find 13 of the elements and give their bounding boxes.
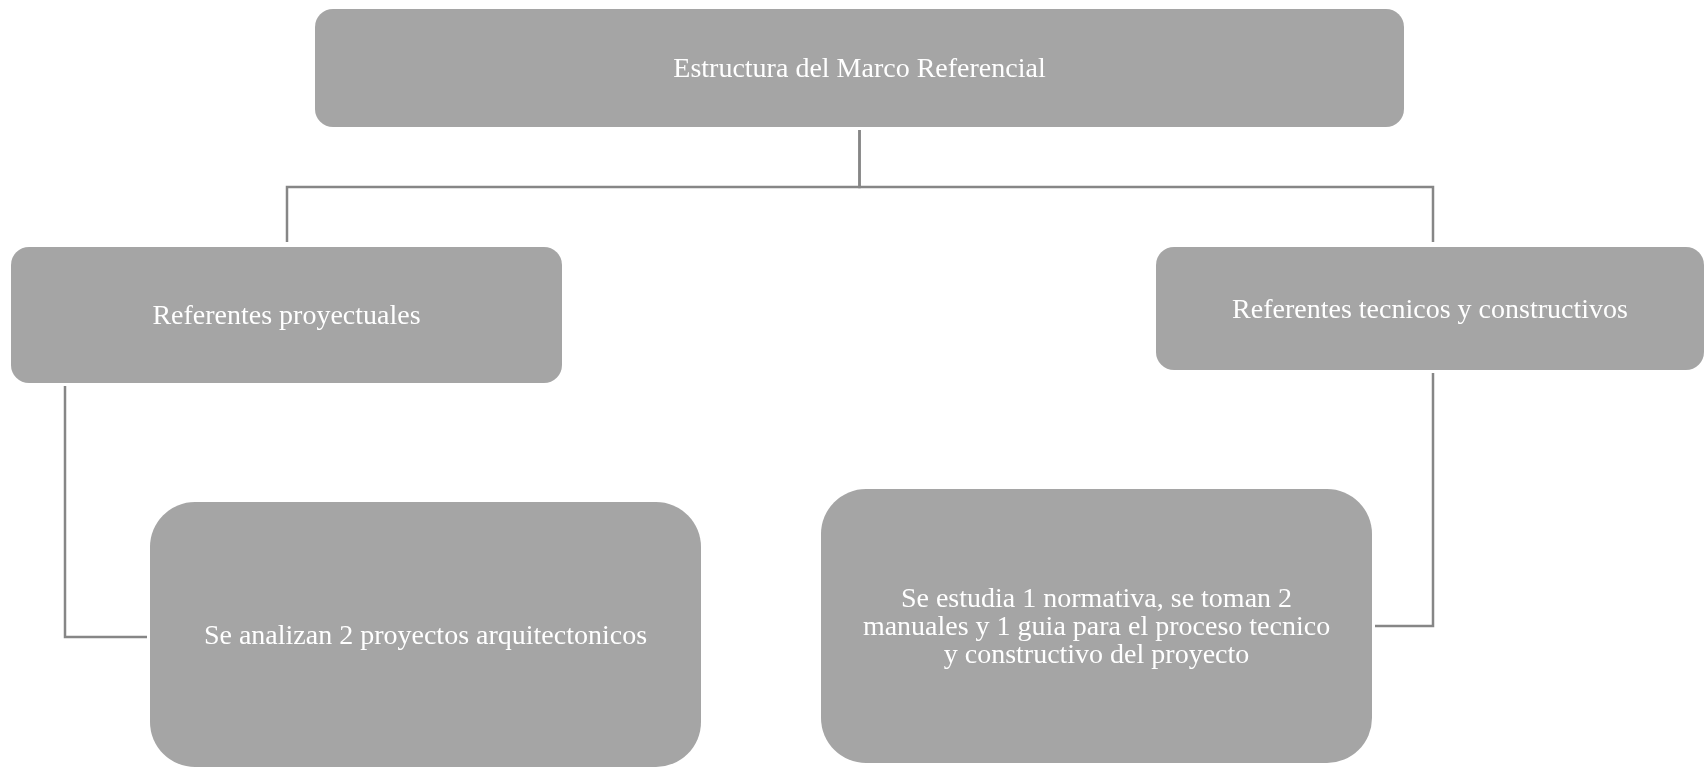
connector-line bbox=[858, 130, 1435, 242]
box-label: Se estudia 1 normativa, se toman 2 manuales y 1 guia para el proceso tecnico y constructivo del proyecto bbox=[861, 584, 1332, 668]
box-label: Referentes proyectuales bbox=[152, 301, 421, 329]
rounded-box bbox=[150, 502, 701, 767]
rounded-box bbox=[11, 247, 562, 383]
box-label: Se analizan 2 proyectos arquitectonicos bbox=[203, 620, 648, 649]
rounded-box bbox=[821, 489, 1372, 763]
box-label: Estructura del Marco Referencial bbox=[673, 54, 1046, 82]
connector-line bbox=[63, 386, 147, 639]
connector-line bbox=[1375, 373, 1435, 628]
box-label: Referentes tecnicos y constructivos bbox=[1232, 294, 1628, 323]
rounded-box bbox=[315, 9, 1404, 127]
rounded-box bbox=[1156, 247, 1704, 370]
